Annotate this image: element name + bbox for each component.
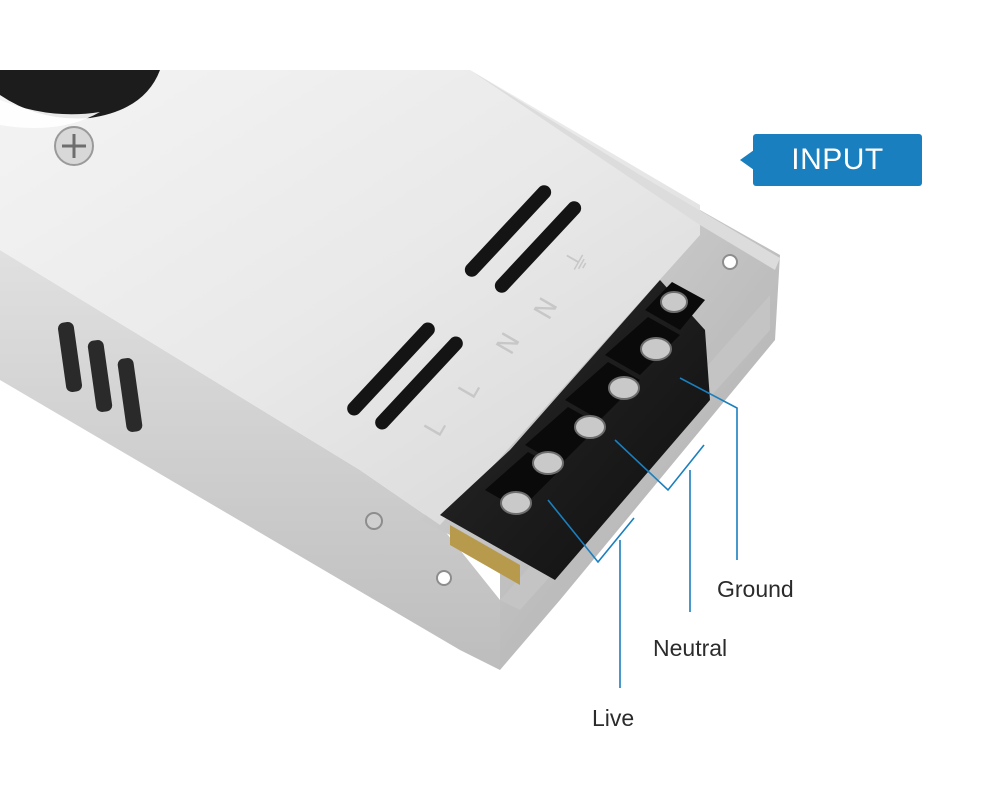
top-vent-slots [347, 185, 582, 430]
neutral-callout-line [614, 439, 705, 612]
side-screw [365, 512, 383, 530]
live-callout-line [547, 499, 635, 688]
terminal-screws [500, 291, 688, 515]
case-top-cover [0, 70, 700, 525]
ground-callout-line [679, 377, 738, 560]
callout-lines [547, 377, 738, 688]
fan-grille [0, 70, 160, 129]
input-badge-label: INPUT [753, 134, 922, 186]
neutral-label: Neutral [653, 635, 728, 661]
side-vents [57, 322, 143, 432]
input-badge: INPUT [740, 134, 922, 186]
live-label: Live [592, 705, 635, 731]
ground-label: Ground [717, 576, 794, 602]
case-side-wall [0, 250, 500, 670]
side-screw [722, 254, 738, 270]
side-screw [436, 570, 452, 586]
pcb-edge [450, 525, 520, 585]
badge-pointer [740, 150, 754, 170]
cover-screw [54, 126, 94, 166]
